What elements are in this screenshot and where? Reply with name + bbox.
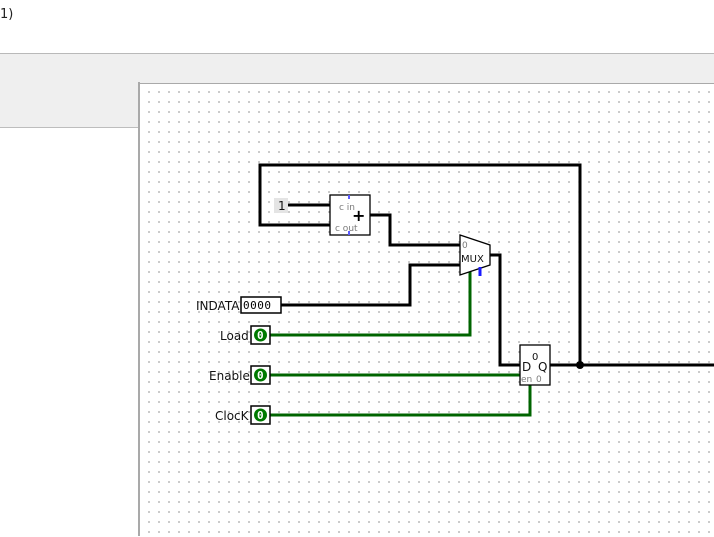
indata-to-mux-wire (281, 263, 460, 307)
adder-cout-label: c out (335, 224, 358, 234)
enable-value: 0 (257, 369, 264, 382)
indata-value: 0000 (243, 299, 272, 312)
feedback-wire (258, 163, 582, 365)
explorer-pane (0, 127, 139, 537)
adder-plus-icon: + (352, 206, 365, 225)
green-wires (270, 269, 532, 417)
circuit-canvas[interactable]: 1 c in c out + 0 MUX 0 D Q en 0 (140, 83, 714, 537)
indata-label: INDATA (196, 299, 240, 313)
load-wire (270, 269, 472, 337)
enable-pin[interactable]: Enable 0 (209, 365, 271, 385)
indata-input[interactable]: INDATA 0000 (196, 296, 282, 314)
load-pin[interactable]: Load 0 (220, 325, 271, 345)
clock-pin[interactable]: ClocK 0 (215, 405, 271, 425)
wire-junction (576, 361, 584, 369)
register-state: 0 (532, 352, 538, 363)
title-bar: 1) (0, 0, 714, 54)
constant-one[interactable]: 1 (274, 198, 288, 213)
enable-label: Enable (209, 369, 250, 383)
clock-label: ClocK (215, 409, 250, 423)
clock-value: 0 (257, 409, 264, 422)
pane-divider[interactable] (138, 82, 140, 536)
register-component[interactable]: 0 D Q en 0 (519, 344, 551, 386)
load-label: Load (220, 329, 249, 343)
register-q-label: Q (538, 360, 547, 374)
constant-value: 1 (278, 199, 286, 213)
register-en-value: 0 (536, 375, 542, 385)
load-value: 0 (257, 329, 264, 342)
window-title-fragment: 1) (0, 7, 14, 22)
mux-to-register-wire (490, 253, 520, 367)
circuit-diagram[interactable]: 1 c in c out + 0 MUX 0 D Q en 0 (140, 84, 714, 537)
adder-to-mux-wire (370, 213, 460, 247)
mux-label: MUX (461, 254, 484, 265)
register-en-label: en (521, 375, 532, 385)
mux-component[interactable]: 0 MUX (459, 234, 491, 276)
clock-wire (270, 385, 532, 417)
mux-pin0-label: 0 (462, 241, 468, 251)
register-d-label: D (522, 360, 531, 374)
adder-cin-label: c in (339, 203, 355, 213)
adder-component[interactable]: c in c out + (329, 194, 371, 236)
